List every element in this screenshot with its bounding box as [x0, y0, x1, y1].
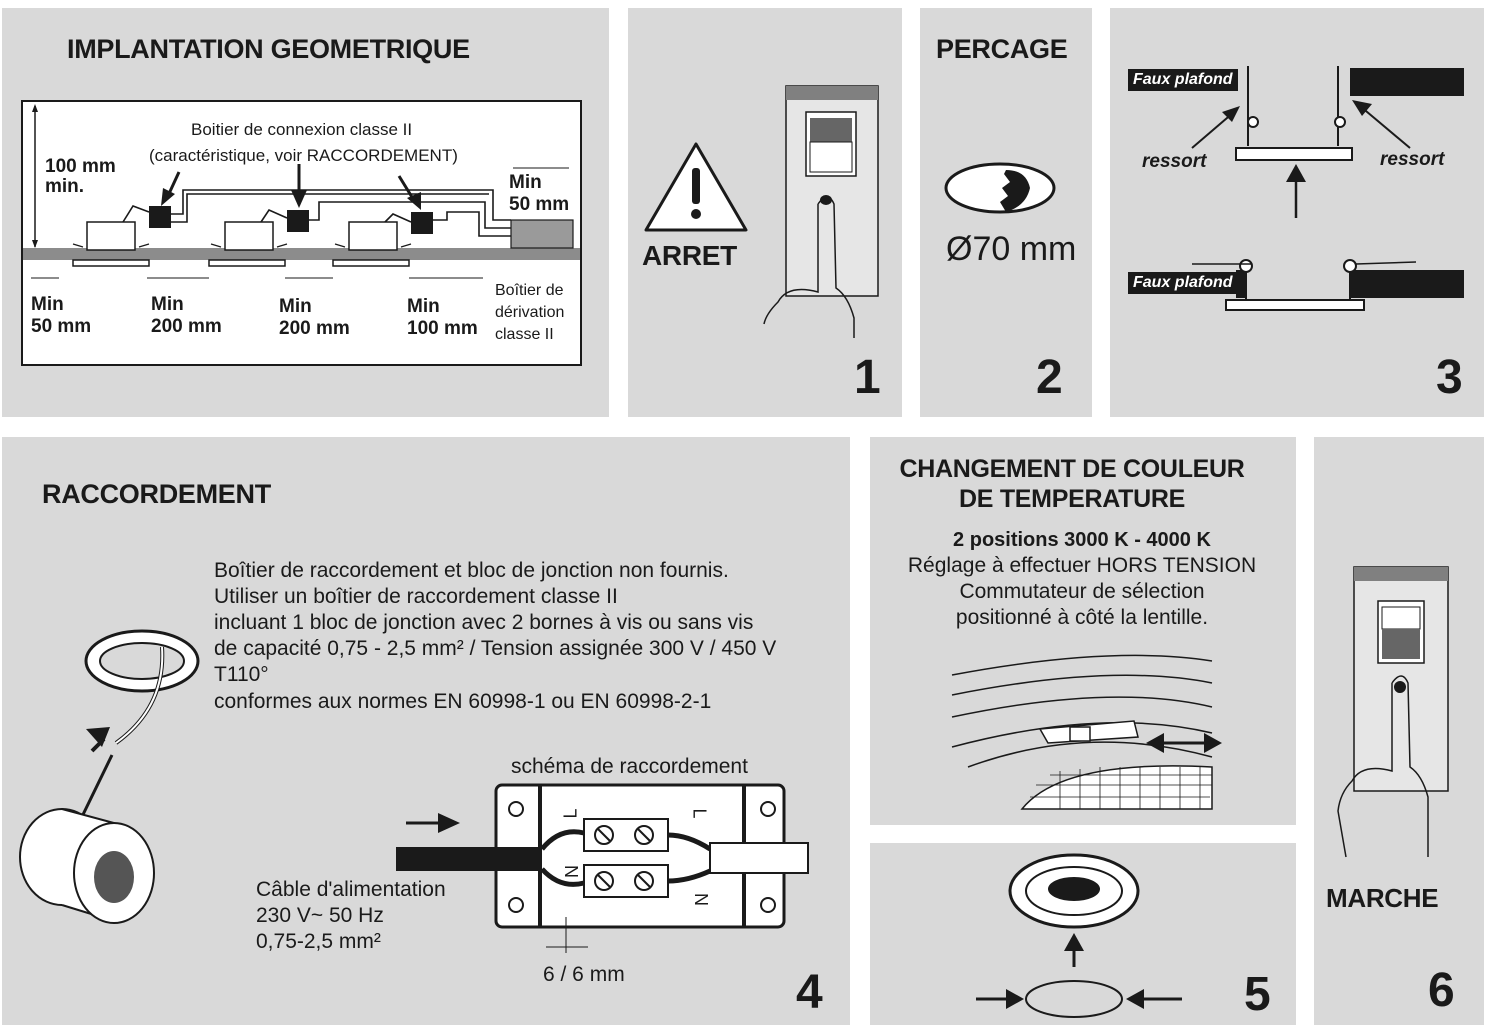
- up-left-arrow-icon: [86, 727, 110, 747]
- ceiling-bar-top: [1350, 68, 1464, 96]
- panel-color-temperature: CHANGEMENT DE COULEUR DE TEMPERATURE 2 p…: [870, 437, 1296, 825]
- right-arrow-icon: [438, 813, 460, 833]
- percage-title: PERCAGE: [936, 34, 1068, 64]
- spacing-2-b: 200 mm: [151, 316, 222, 337]
- step-5-number: 5: [1244, 968, 1271, 1021]
- desc-line-6: conformes aux normes EN 60998-1 ou EN 60…: [214, 690, 712, 713]
- terminal-N-right: N: [691, 893, 711, 906]
- mounting-illustration: [1191, 66, 1417, 311]
- switch-on-illustration: [1337, 566, 1449, 858]
- cable-label-1: Câble d'alimentation: [256, 878, 446, 901]
- step-2-number: 2: [1036, 351, 1063, 404]
- spacing-4-b: 100 mm: [407, 318, 478, 339]
- cable-label-2: 230 V~ 50 Hz: [256, 904, 384, 927]
- panel-step-5: 5: [870, 843, 1296, 1025]
- color-switch-illustration: [951, 654, 1222, 810]
- height-min-2: min.: [45, 176, 85, 197]
- terminal-N-left: N: [562, 865, 582, 878]
- faux-plafond-label-top: Faux plafond: [1128, 69, 1238, 91]
- panel-step-4: RACCORDEMENT Boîtier de raccordement et …: [2, 437, 850, 1025]
- step-4-number: 4: [796, 966, 823, 1019]
- desc-line-3: incluant 1 bloc de jonction avec 2 borne…: [214, 611, 754, 634]
- schema-title: schéma de raccordement: [511, 755, 748, 778]
- rotate-icon: [1025, 980, 1123, 1018]
- right-min-1: Min: [509, 172, 542, 193]
- spacing-3-a: Min: [279, 296, 312, 317]
- ressort-label-left: ressort: [1142, 151, 1207, 172]
- color-line-2: Commutateur de sélection: [959, 580, 1205, 603]
- connector-label-2: (caractéristique, voir RACCORDEMENT): [149, 146, 458, 165]
- desc-line-1: Boîtier de raccordement et bloc de jonct…: [214, 559, 729, 582]
- terminal-L-right: L: [689, 808, 710, 819]
- desc-line-2: Utiliser un boîtier de raccordement clas…: [214, 585, 618, 608]
- implantation-diagram: Boitier de connexion classe II (caractér…: [21, 100, 582, 366]
- switch-off-illustration: [644, 85, 879, 338]
- faux-plafond-label-bottom: Faux plafond: [1128, 272, 1238, 294]
- hole-saw-icon: [944, 162, 1056, 214]
- up-arrow-icon: [1064, 933, 1084, 951]
- diameter-label: Ø70 mm: [946, 230, 1077, 268]
- terminal-L-left: L: [560, 808, 581, 819]
- panel-step-6: MARCHE 6: [1314, 437, 1484, 1025]
- color-positions: 2 positions 3000 K - 4000 K: [953, 529, 1211, 551]
- cable-label-3: 0,75-2,5 mm²: [256, 930, 381, 953]
- desc-line-5: T110°: [214, 663, 269, 686]
- panel-step-2: PERCAGE Ø70 mm 2: [920, 8, 1092, 417]
- ceiling-bar-bottom-right: [1350, 270, 1464, 298]
- implantation-drawing: [23, 104, 580, 279]
- color-line-3: positionné à côté la lentille.: [955, 606, 1209, 629]
- step-1-number: 1: [854, 351, 881, 404]
- strip-length-label: 6 / 6 mm: [543, 963, 625, 986]
- connector-label-1: Boitier de connexion classe II: [191, 120, 413, 139]
- right-min-2: 50 mm: [509, 194, 570, 215]
- rotate-lens-illustration: [976, 853, 1182, 1018]
- desc-line-4: de capacité 0,75 - 2,5 mm² / Tension ass…: [214, 637, 777, 660]
- ceiling-bar-bottom: [1236, 270, 1246, 298]
- spacing-2-a: Min: [151, 294, 184, 315]
- raccordement-illustration: [19, 629, 809, 953]
- ressort-label-right: ressort: [1380, 149, 1445, 170]
- panel-step-1: ARRET 1: [628, 8, 902, 417]
- derivation-label-3: classe II: [495, 326, 554, 343]
- spacing-3-b: 200 mm: [279, 318, 350, 339]
- arret-label: ARRET: [642, 240, 737, 271]
- color-line-1: Réglage à effectuer HORS TENSION: [907, 554, 1257, 577]
- color-title-1: CHANGEMENT DE COULEUR: [899, 455, 1245, 483]
- drilling-illustration: [944, 162, 1056, 214]
- up-arrow-icon: [1286, 164, 1306, 182]
- derivation-label-1: Boîtier de: [495, 282, 564, 299]
- spacing-4-a: Min: [407, 296, 440, 317]
- step-6-number: 6: [1428, 964, 1455, 1017]
- panel-implantation: IMPLANTATION GEOMETRIQUE: [2, 8, 609, 417]
- panel-step-3: Faux plafond Faux plafond ressort ressor…: [1110, 8, 1484, 417]
- marche-label: MARCHE: [1326, 883, 1439, 913]
- implantation-title: IMPLANTATION GEOMETRIQUE: [67, 34, 470, 64]
- color-title-2: DE TEMPERATURE: [959, 485, 1185, 513]
- derivation-label-2: dérivation: [495, 304, 565, 321]
- double-arrow-icon: [1146, 733, 1164, 753]
- spacing-1-a: Min: [31, 294, 64, 315]
- step-3-number: 3: [1436, 351, 1463, 404]
- spacing-1-b: 50 mm: [31, 316, 92, 337]
- raccordement-title: RACCORDEMENT: [42, 479, 271, 509]
- height-min-1: 100 mm: [45, 156, 116, 177]
